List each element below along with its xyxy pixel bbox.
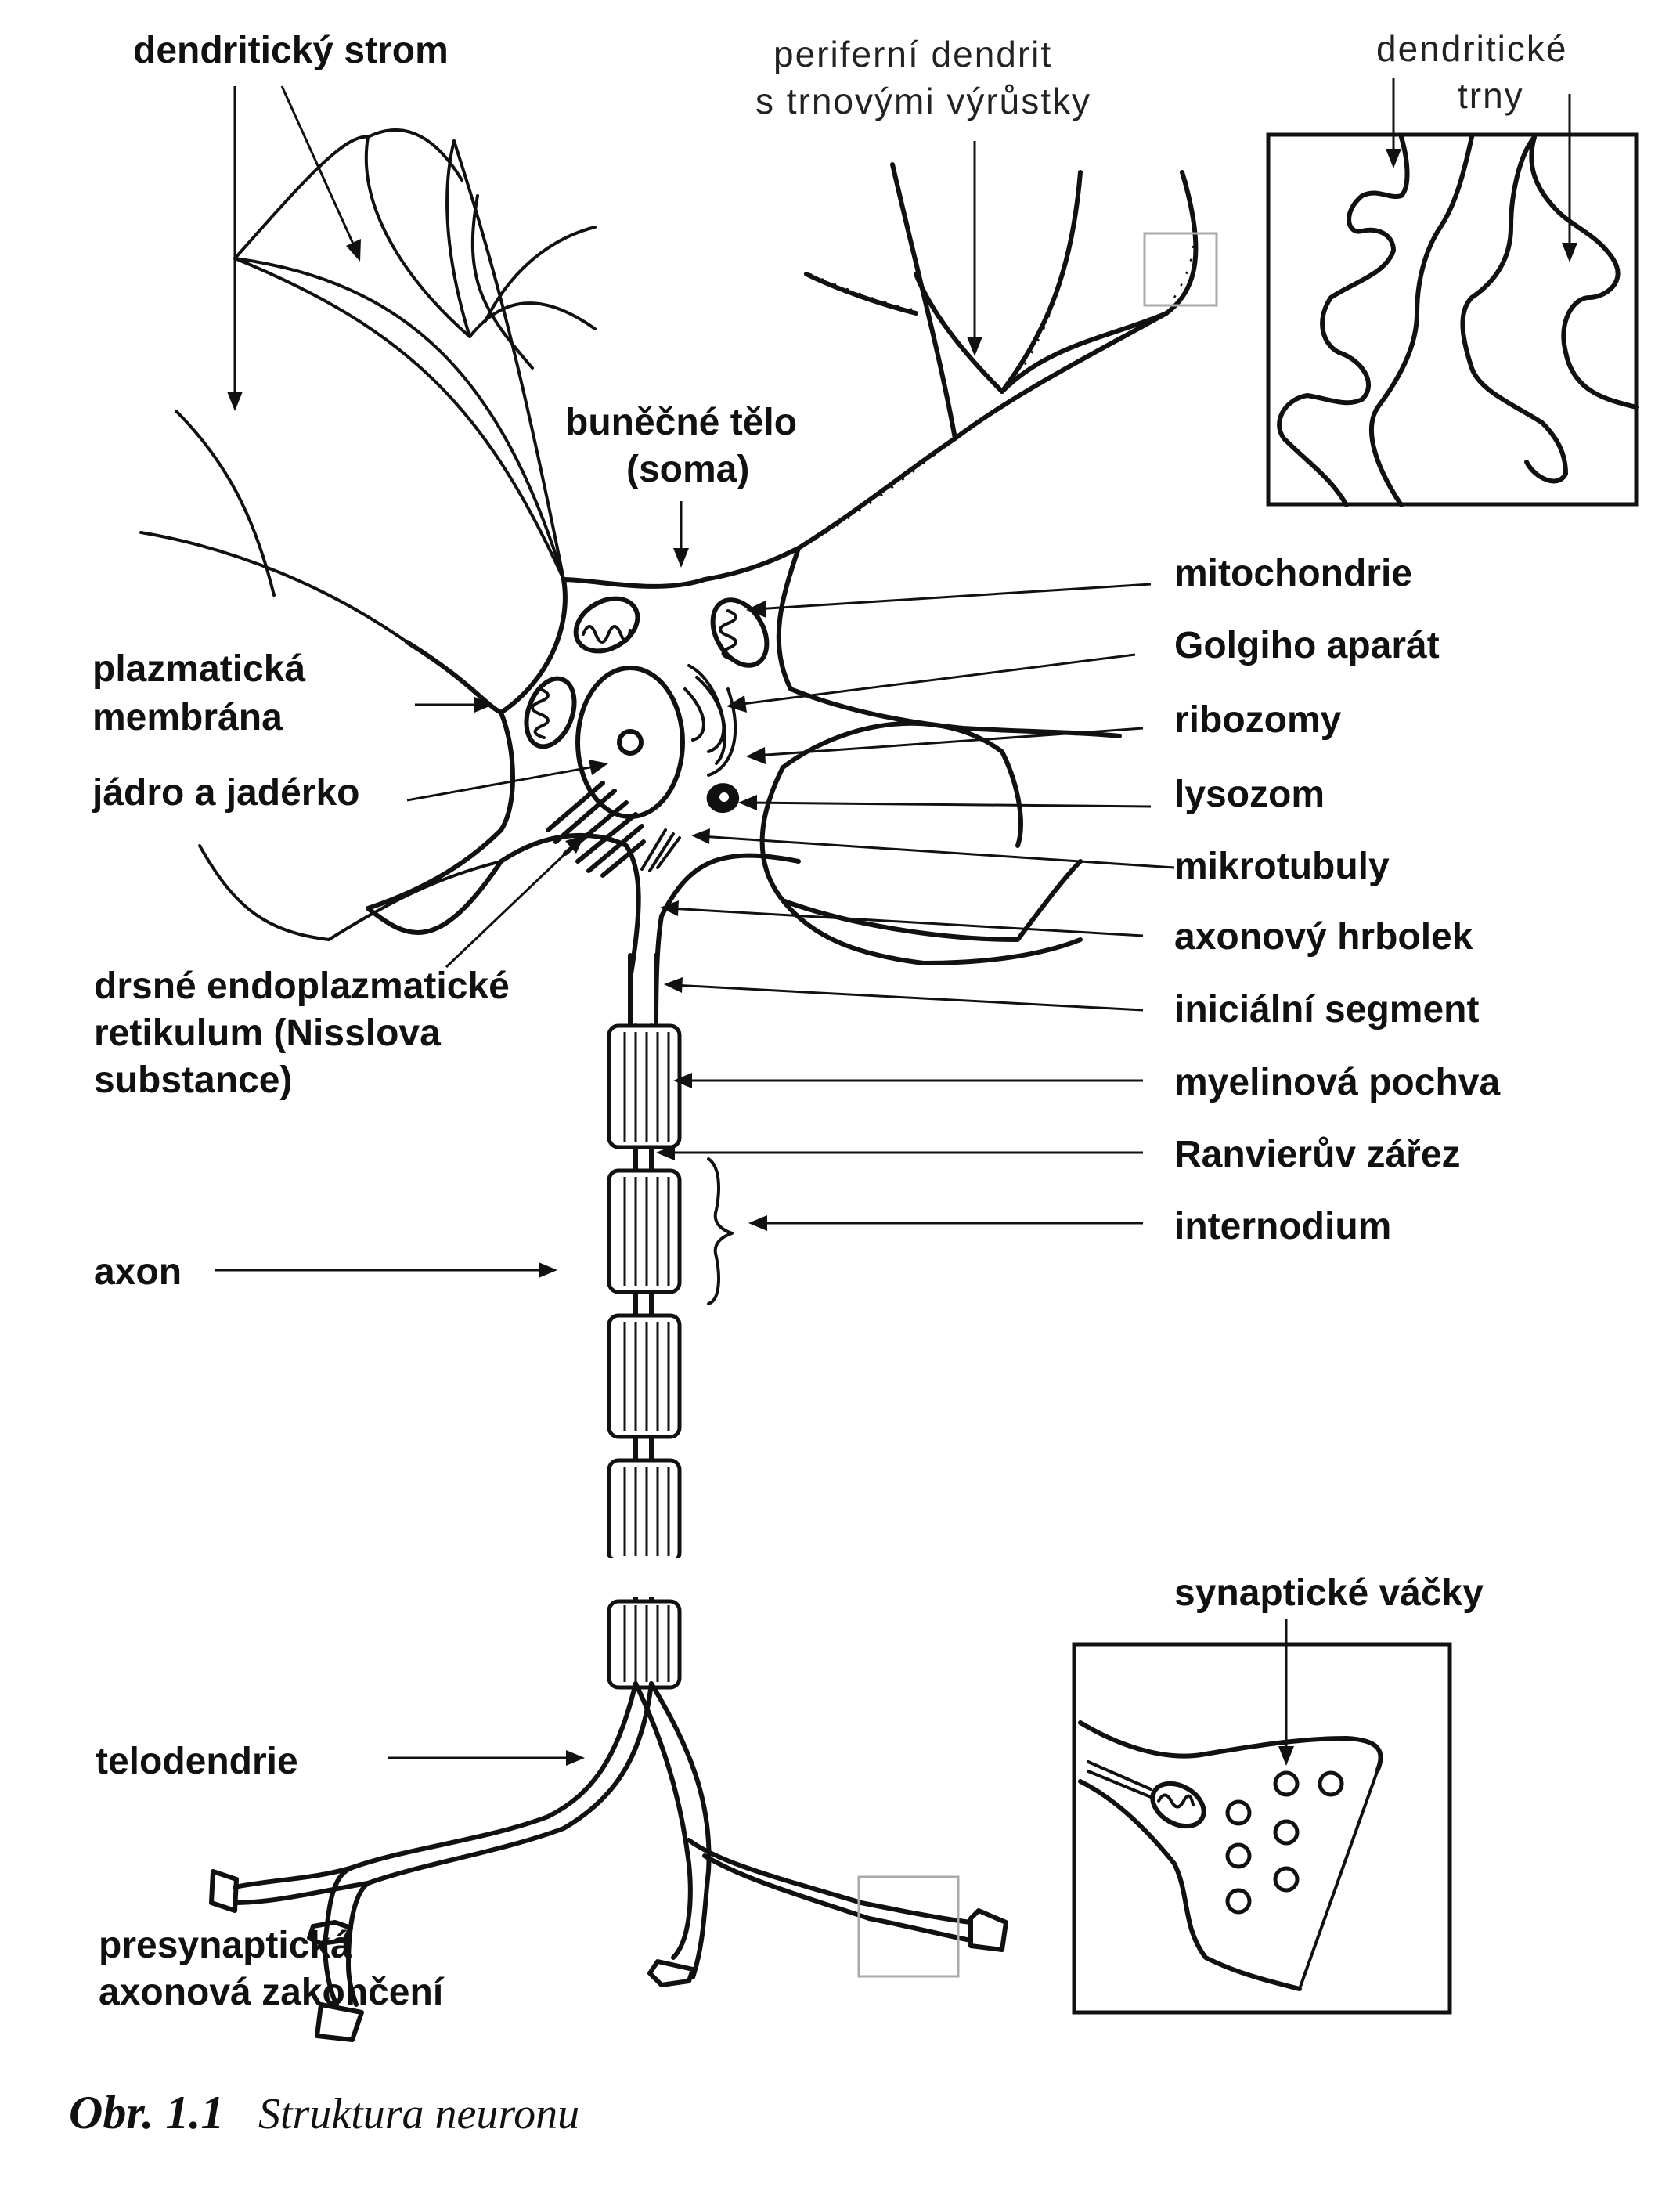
myelin-segment-4 (607, 1458, 682, 1564)
label-membrana: membrána (92, 697, 283, 738)
label-telodendrie: telodendrie (96, 1741, 298, 1782)
label-trnove-vyrustky: s trnovými výrůstky (755, 81, 1091, 121)
caption-text: Struktura neuronu (258, 2090, 579, 2138)
figure-caption: Obr. 1.1 Struktura neuronu (69, 2087, 579, 2138)
label-ribozomy: ribozomy (1174, 699, 1342, 741)
labels: dendritický strom periferní dendrit s tr… (92, 28, 1567, 2013)
vesicle (1225, 1888, 1252, 1915)
vesicle (1273, 1819, 1300, 1846)
golgi-apparatus (683, 664, 737, 777)
label-myelinova-pochva: myelinová pochva (1174, 1062, 1500, 1103)
vesicle (1225, 1842, 1252, 1869)
dendritic-spines-inset (1266, 78, 1639, 507)
mitochondrion-2 (710, 597, 770, 668)
label-internodium: internodium (1174, 1206, 1391, 1247)
label-periferni-dendrit: periferní dendrit (773, 34, 1052, 74)
rough-er (546, 781, 646, 878)
synapse-inset (1072, 1619, 1452, 2015)
label-inicialni-segment: iniciální segment (1174, 989, 1479, 1030)
label-trny: trny (1458, 75, 1524, 116)
telodendria (209, 1681, 1008, 2042)
microtubules (640, 828, 681, 872)
label-soma: (soma) (626, 449, 749, 490)
terminal-mitochondrion (1150, 1781, 1206, 1829)
myelin-segment-3 (607, 1313, 682, 1439)
label-lysozom: lysozom (1174, 774, 1325, 815)
organelles (524, 596, 770, 878)
label-mikrotubuly: mikrotubuly (1174, 846, 1390, 887)
axon (595, 953, 734, 1690)
myelin-segment-1 (607, 1023, 682, 1149)
label-drsne-er-1: drsné endoplazmatické (94, 965, 510, 1007)
label-drsne-er-2: retikulum (Nisslova (94, 1012, 441, 1054)
label-presynapticka: presynaptická (99, 1925, 352, 1966)
label-ranvieruv-zarez: Ranvierův zářez (1174, 1134, 1461, 1175)
label-jadro: jádro a jadérko (92, 772, 359, 814)
pointer-arrows (215, 85, 1175, 1766)
label-golgiho-aparat: Golgiho aparát (1174, 625, 1440, 666)
label-drsne-er-3: substance) (94, 1059, 292, 1101)
nucleus (575, 666, 685, 819)
vesicle (1273, 1866, 1300, 1893)
label-dendriticky-strom: dendritický strom (133, 30, 449, 71)
caption-number: Obr. 1.1 (69, 2087, 224, 2138)
myelin-segment-5 (607, 1599, 682, 1690)
label-dendriticke: dendritické (1376, 28, 1567, 69)
mitochondrion-1 (573, 596, 640, 654)
vesicle (1318, 1770, 1344, 1797)
label-synapticke-vacky: synaptické váčky (1174, 1572, 1484, 1614)
vesicle (1273, 1770, 1300, 1797)
myelin-segment-2 (607, 1168, 682, 1294)
label-plazmaticka: plazmatická (92, 648, 305, 690)
label-bunecne-telo: buněčné tělo (565, 402, 797, 443)
vesicle (1225, 1799, 1252, 1826)
nucleolus (617, 729, 644, 756)
dendritic-tree (139, 128, 597, 941)
label-axon: axon (94, 1251, 182, 1293)
label-axonovy-hrbolek: axonový hrbolek (1174, 916, 1473, 958)
mitochondrion-3 (524, 676, 577, 749)
peripheral-dendrite (804, 162, 1218, 542)
label-axonova-zakonceni: axonová zakončení (99, 1972, 445, 2013)
label-mitochondrie: mitochondrie (1174, 553, 1412, 594)
